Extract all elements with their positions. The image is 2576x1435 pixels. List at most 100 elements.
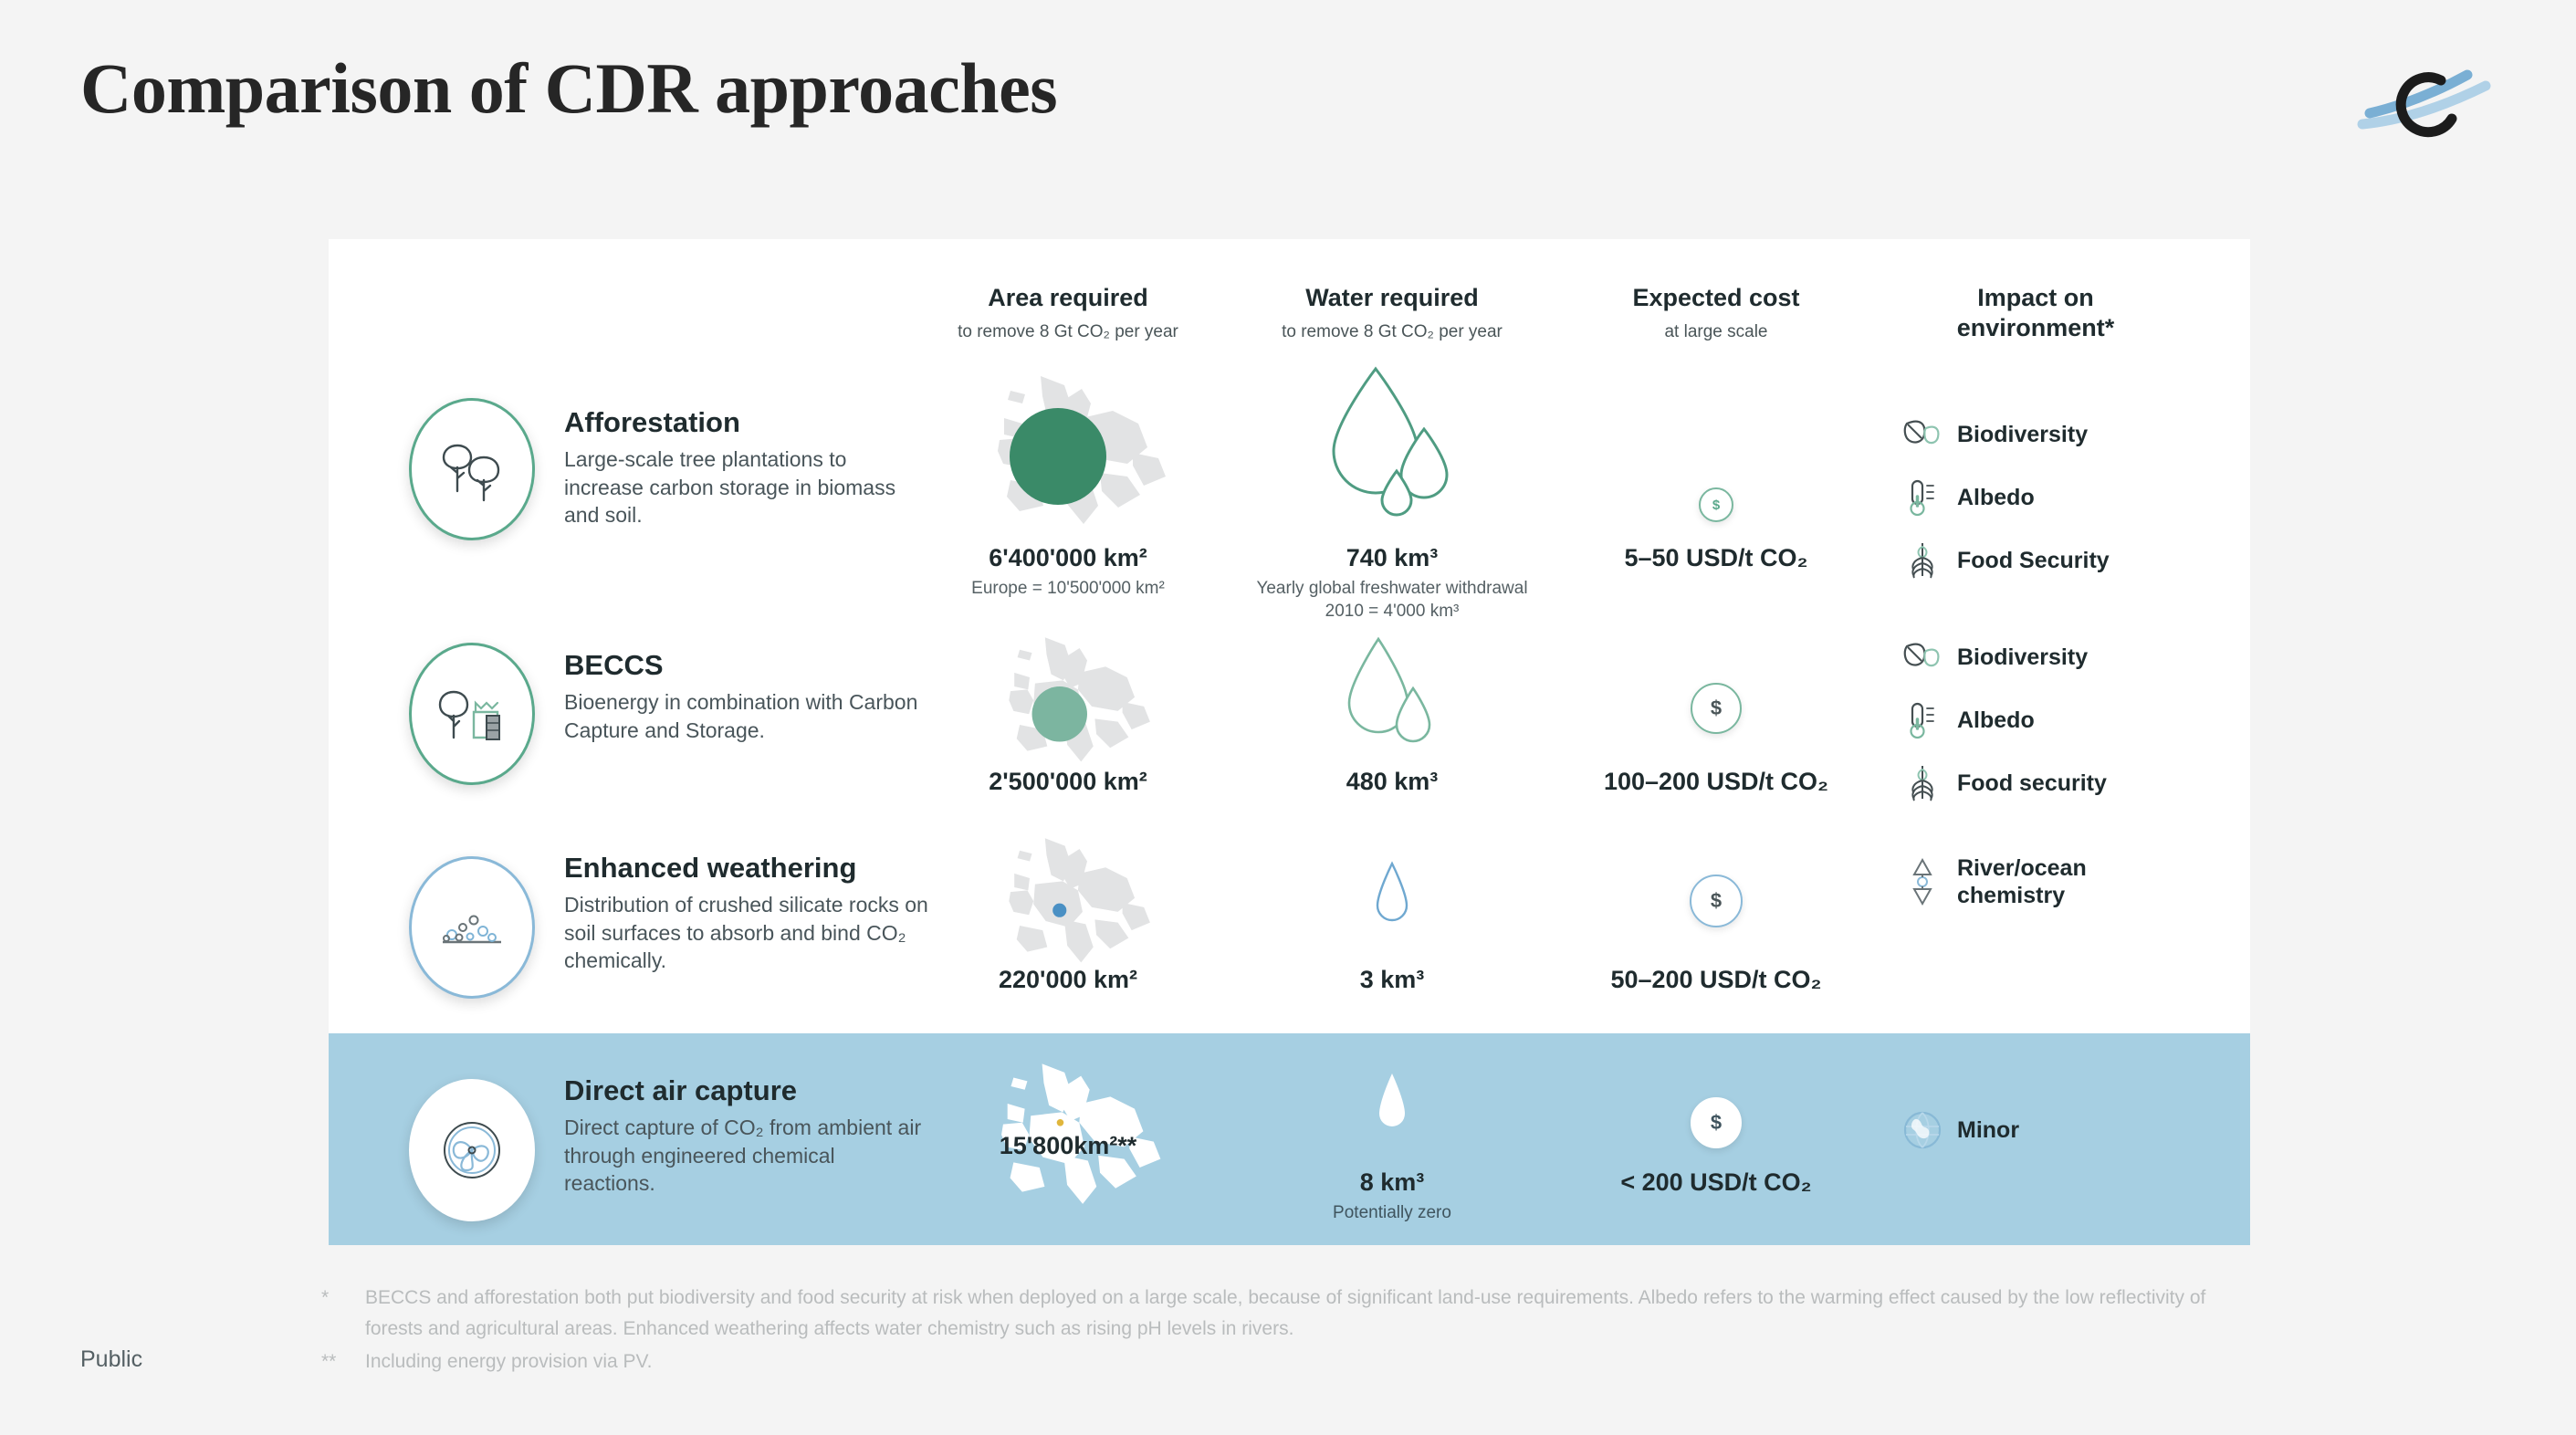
impact-item: Albedo [1899, 697, 2227, 744]
cell-impact-direct-air-capture: Minor [1899, 1106, 2227, 1169]
footnotes: * BECCS and afforestation both put biodi… [321, 1283, 2238, 1380]
footnote-text: Including energy provision via PV. [365, 1351, 653, 1373]
cell-water-afforestation: 740 km³ Yearly global freshwater withdra… [1241, 365, 1543, 621]
column-title-area: Area required [988, 284, 1148, 311]
fan-collector-icon [409, 1079, 535, 1221]
footnote-row: * BECCS and afforestation both put biodi… [321, 1283, 2238, 1344]
column-header-impact: Impact on environment* [1880, 283, 2191, 344]
impact-item: Food security [1899, 759, 2227, 807]
impact-item: River/ocean chemistry [1899, 854, 2227, 909]
water-note: Yearly global freshwater withdrawal 2010… [1256, 579, 1528, 621]
cost-value: 100–200 USD/t CO₂ [1603, 768, 1829, 795]
column-title-impact-line1: Impact on [1977, 284, 2094, 311]
page-title: Comparison of CDR approaches [80, 48, 1058, 128]
row-title: BECCS [564, 649, 664, 681]
column-header-cost: Expected cost at large scale [1565, 283, 1867, 344]
cell-water-beccs: 480 km³ [1241, 628, 1543, 795]
row-label-enhanced-weathering: Enhanced weathering Distribution of crus… [564, 851, 929, 975]
water-value: 740 km³ [1346, 544, 1439, 571]
column-title-impact-line2: environment* [1956, 314, 2115, 342]
area-circle-beccs [1031, 686, 1087, 742]
water-note: Potentially zero [1333, 1203, 1451, 1222]
water-value: 480 km³ [1346, 768, 1439, 795]
cell-water-enhanced-weathering: 3 km³ [1241, 829, 1543, 993]
rock-particles-icon [409, 856, 535, 999]
wheat-icon [1899, 759, 1946, 807]
impact-label: Albedo [1957, 485, 2035, 510]
leaves-icon [1899, 411, 1946, 458]
cell-impact-beccs: Biodiversity Albedo [1899, 634, 2227, 822]
impact-item: Minor [1899, 1106, 2227, 1154]
area-value: 2'500'000 km² [989, 768, 1147, 795]
impact-item: Biodiversity [1899, 411, 2227, 458]
table-row-enhanced-weathering: Enhanced weathering Distribution of crus… [0, 838, 2576, 1041]
area-value: 15'800km²** [999, 1132, 1137, 1159]
dollar-coin-icon: $ [1691, 683, 1742, 734]
water-value: 3 km³ [1359, 966, 1425, 993]
row-description: Bioenergy in combination with Carbon Cap… [564, 690, 918, 742]
row-title: Direct air capture [564, 1074, 797, 1106]
row-description: Direct capture of CO₂ from ambient air t… [564, 1116, 922, 1196]
footnote-mark: ** [321, 1351, 337, 1373]
area-value: 220'000 km² [998, 966, 1138, 993]
column-title-water: Water required [1305, 284, 1479, 311]
cell-impact-afforestation: Biodiversity Albedo [1899, 411, 2227, 600]
coin-icon: $ [1699, 487, 1733, 522]
area-note: Europe = 10'500'000 km² [971, 579, 1165, 598]
comparison-card [329, 239, 2250, 1033]
flask-icon [1899, 857, 1946, 906]
impact-label: Biodiversity [1957, 422, 2089, 447]
table-row-afforestation: Afforestation Large-scale tree plantatio… [0, 365, 2576, 639]
water-drop-icon [1379, 1074, 1405, 1126]
column-subtitle-area: to remove 8 Gt CO₂ per year [958, 322, 1178, 342]
europe-map-graphic [1001, 1063, 1161, 1204]
dollar-coin-icon: $ [1691, 1097, 1742, 1148]
leaves-icon [1899, 634, 1946, 681]
cell-cost-direct-air-capture: $ < 200 USD/t CO₂ [1565, 1053, 1867, 1196]
water-value: 8 km³ [1359, 1168, 1425, 1196]
water-drops-icon [1347, 636, 1431, 743]
table-row-direct-air-capture: Direct air capture Direct capture of CO₂… [0, 1059, 2576, 1260]
impact-label: Albedo [1957, 707, 2035, 733]
column-header-area: Area required to remove 8 Gt CO₂ per yea… [917, 283, 1219, 344]
impact-item: Biodiversity [1899, 634, 2227, 681]
globe-icon [1899, 1106, 1946, 1154]
cell-impact-enhanced-weathering: River/ocean chemistry [1899, 854, 2227, 925]
highlight-band-direct-air-capture [329, 1033, 2250, 1245]
area-dot-direct-air-capture [1056, 1119, 1064, 1126]
water-drops-icon [1332, 366, 1449, 517]
row-label-beccs: BECCS Bioenergy in combination with Carb… [564, 648, 929, 744]
cell-cost-enhanced-weathering: $ 50–200 USD/t CO₂ [1565, 829, 1867, 993]
row-title: Afforestation [564, 406, 740, 438]
row-description: Large-scale tree plantations to increase… [564, 447, 896, 528]
cell-cost-afforestation: $ 5–50 USD/t CO₂ [1565, 365, 1867, 571]
company-logo-icon [2353, 57, 2499, 141]
cell-cost-beccs: $ 100–200 USD/t CO₂ [1565, 628, 1867, 795]
footnote-text: BECCS and afforestation both put biodive… [365, 1287, 2206, 1339]
row-description: Distribution of crushed silicate rocks o… [564, 893, 928, 973]
row-title: Enhanced weathering [564, 852, 857, 884]
row-label-afforestation: Afforestation Large-scale tree plantatio… [564, 405, 929, 529]
impact-label: Food security [1957, 770, 2107, 796]
europe-map-graphic [1009, 637, 1150, 762]
classification-label: Public [80, 1346, 143, 1372]
tree-factory-icon [409, 643, 535, 785]
europe-map-graphic [1009, 838, 1150, 963]
column-subtitle-cost: at large scale [1664, 322, 1768, 342]
cell-water-direct-air-capture: 8 km³ Potentially zero [1241, 1053, 1543, 1222]
impact-label: Biodiversity [1957, 644, 2089, 670]
impact-item: Albedo [1899, 474, 2227, 521]
impact-item: Food Security [1899, 537, 2227, 584]
column-title-cost: Expected cost [1632, 284, 1800, 311]
footnote-row: ** Including energy provision via PV. [321, 1346, 2238, 1377]
thermometer-icon [1899, 697, 1946, 744]
column-header-water: Water required to remove 8 Gt CO₂ per ye… [1241, 283, 1543, 344]
footnote-mark: * [321, 1287, 330, 1308]
thermometer-icon [1899, 474, 1946, 521]
two-trees-icon [409, 398, 535, 540]
europe-map-graphic [998, 376, 1166, 524]
water-drop-icon [1376, 861, 1408, 922]
impact-label: Food Security [1957, 548, 2110, 573]
area-value: 6'400'000 km² [989, 544, 1147, 571]
